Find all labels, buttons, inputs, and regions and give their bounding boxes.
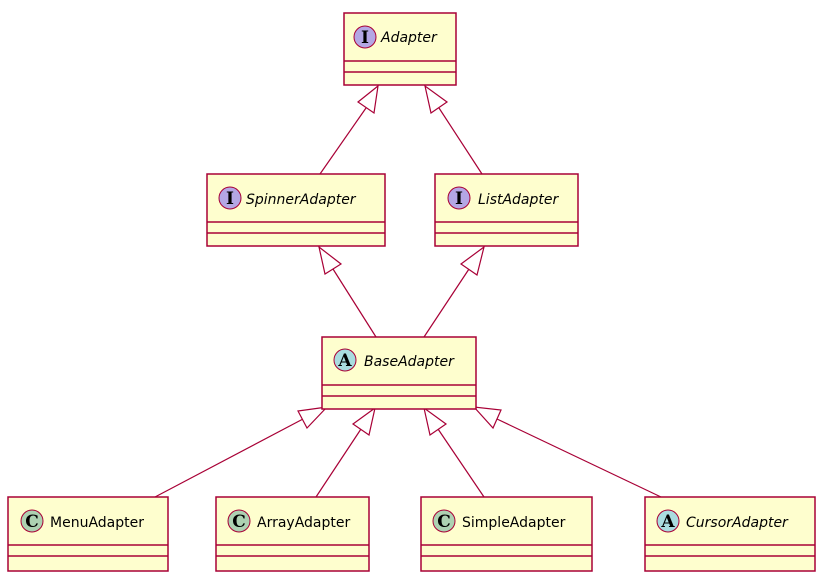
edge-cursoradapter-to-baseadapter (472, 406, 662, 498)
stereotype-letter: I (361, 28, 369, 48)
class-box-adapter[interactable]: I Adapter (343, 12, 457, 86)
abstract-badge-icon (656, 509, 680, 533)
inheritance-edges (154, 84, 662, 498)
class-box-baseadapter[interactable]: A BaseAdapter (321, 336, 477, 410)
edge-spinneradapter-to-adapter (319, 84, 379, 175)
edge-baseadapter-to-listadapter (423, 245, 485, 338)
edge-simpleadapter-to-baseadapter (423, 406, 485, 498)
class-box-menuadapter[interactable]: C MenuAdapter (7, 496, 169, 572)
edge-listadapter-to-adapter (424, 84, 483, 175)
class-name-arrayadapter: ArrayAdapter (257, 515, 350, 531)
class-name-spinneradapter: SpinnerAdapter (246, 192, 357, 208)
interface-badge-icon (353, 25, 377, 49)
class-name-adapter: Adapter (380, 30, 438, 46)
stereotype-letter: A (337, 351, 352, 371)
stereotype-letter: A (660, 512, 675, 532)
abstract-badge-icon (333, 348, 357, 372)
stereotype-letter: C (232, 512, 246, 532)
class-box-spinneradapter[interactable]: I SpinnerAdapter (206, 173, 386, 247)
stereotype-letter: C (437, 512, 451, 532)
edge-menuadapter-to-baseadapter (154, 406, 329, 498)
interface-badge-icon (218, 186, 242, 210)
class-name-simpleadapter: SimpleAdapter (462, 515, 566, 531)
class-badge-icon (432, 509, 456, 533)
stereotype-letter: I (455, 189, 463, 209)
stereotype-letter: C (25, 512, 39, 532)
class-name-menuadapter: MenuAdapter (50, 515, 144, 531)
class-name-cursoradapter: CursorAdapter (686, 515, 789, 531)
class-name-baseadapter: BaseAdapter (364, 354, 455, 370)
class-box-listadapter[interactable]: I ListAdapter (434, 173, 579, 247)
class-badge-icon (20, 509, 44, 533)
class-nodes: I Adapter I SpinnerAdapter I ListAdapter (7, 12, 816, 572)
class-box-arrayadapter[interactable]: C ArrayAdapter (215, 496, 370, 572)
class-box-cursoradapter[interactable]: A CursorAdapter (644, 496, 816, 572)
class-name-listadapter: ListAdapter (478, 192, 560, 208)
stereotype-letter: I (226, 189, 234, 209)
class-badge-icon (227, 509, 251, 533)
edge-baseadapter-to-spinneradapter (318, 245, 377, 338)
class-box-simpleadapter[interactable]: C SimpleAdapter (420, 496, 593, 572)
edge-arrayadapter-to-baseadapter (315, 406, 376, 498)
interface-badge-icon (447, 186, 471, 210)
